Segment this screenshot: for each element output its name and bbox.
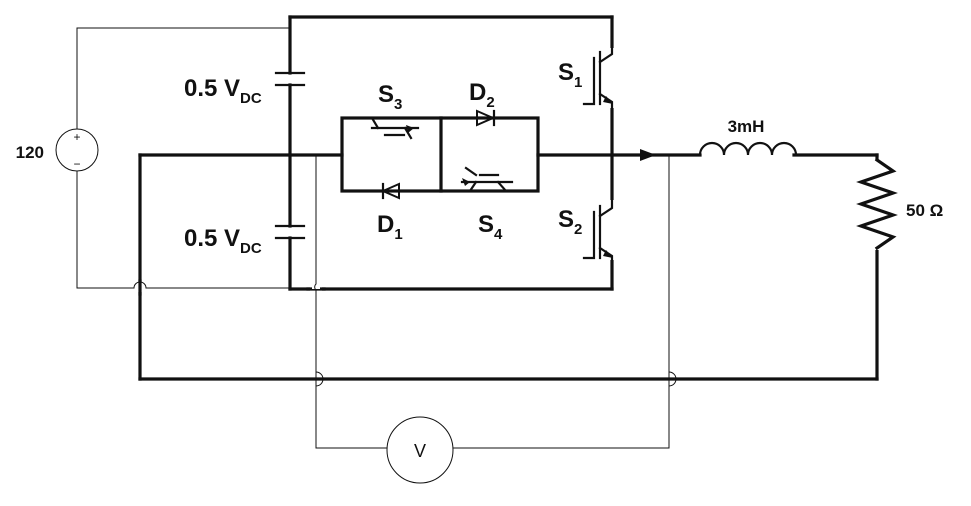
s1-label-sub: 1 — [574, 74, 582, 91]
dc-bus — [288, 15, 614, 291]
source-minus-sign: − — [73, 157, 80, 171]
d2-label-sub: 2 — [486, 94, 494, 111]
s4-lead-left — [468, 180, 478, 193]
voltmeter: V — [315, 154, 670, 484]
capacitor-bottom-label: 0.5 VDC — [184, 225, 262, 257]
source-top-wire — [76, 27, 291, 129]
switch-s3: S3 — [370, 81, 420, 140]
source-plus-sign: + — [73, 130, 80, 144]
capacitor-bottom-label-sub: DC — [240, 240, 262, 257]
switch-s2: S2 — [558, 190, 618, 274]
switch-s1: S1 — [558, 36, 618, 120]
inductor-coil — [698, 141, 798, 157]
s2-gap — [600, 200, 618, 260]
s2-gate — [582, 210, 596, 260]
switch-s3-label: S3 — [378, 81, 402, 113]
capacitor-top-label-main: 0.5 V — [184, 75, 240, 102]
diode-d1: D1 — [377, 182, 403, 243]
d1-triangle-icon — [380, 182, 400, 200]
source-symbol — [55, 128, 99, 172]
switch-s4-label: S4 — [478, 211, 503, 243]
capacitor-top: 0.5 VDC — [184, 71, 306, 107]
diode-d2: D2 — [469, 79, 496, 127]
hop-arc-2 — [314, 279, 317, 296]
capacitor-bottom-label-main: 0.5 V — [184, 225, 240, 252]
hop-arc-3 — [315, 371, 324, 387]
s1-label-main: S — [558, 59, 574, 86]
s2-collector — [598, 190, 614, 218]
s2-emitter — [598, 246, 614, 274]
s1-collector — [598, 36, 614, 64]
d1-label-sub: 1 — [394, 226, 402, 243]
diode-d2-label: D2 — [469, 79, 495, 111]
resistor-label: 50 Ω — [906, 201, 943, 220]
switch-s2-label: S2 — [558, 206, 582, 238]
s4-lead-right — [496, 180, 508, 193]
s4-label-sub: 4 — [494, 226, 503, 243]
s3-arrow-icon — [406, 125, 414, 133]
s1-gap — [600, 48, 618, 108]
hop-arc-4 — [668, 371, 677, 387]
diode-d1-label: D1 — [377, 211, 403, 243]
resistor-50ohm: 50 Ω — [856, 157, 943, 251]
s4-gate-lead — [464, 166, 478, 177]
source-bottom-wire — [76, 171, 291, 289]
s2-arrow-icon — [603, 250, 613, 258]
source-voltage-label: 120 — [16, 143, 44, 162]
s3-label-main: S — [378, 81, 394, 108]
s1-gate — [582, 56, 596, 106]
resistor-zigzag — [856, 157, 898, 251]
d2-triangle-icon — [476, 109, 496, 127]
s1-emitter — [598, 92, 614, 120]
s1-arrow-icon — [603, 96, 613, 104]
d1-label-main: D — [377, 211, 394, 238]
capacitor-top-label: 0.5 VDC — [184, 75, 262, 107]
s4-label-main: S — [478, 211, 494, 238]
capacitor-bottom: 0.5 VDC — [184, 224, 306, 257]
inductor-3mh: 3mH — [698, 117, 798, 157]
current-arrow-icon — [640, 149, 656, 161]
d2-label-main: D — [469, 79, 486, 106]
switch-s1-label: S1 — [558, 59, 582, 91]
wire-crossings — [133, 279, 677, 387]
hop-arc-1 — [133, 281, 147, 289]
s3-lead-left — [370, 116, 380, 130]
s3-label-sub: 3 — [394, 96, 402, 113]
hop-mask-2b — [312, 283, 320, 289]
switch-s4: S4 — [460, 166, 514, 243]
dc-source: + − 120 — [16, 27, 291, 289]
s2-label-main: S — [558, 206, 574, 233]
bidirectional-switch: S3 D1 D2 S4 — [340, 79, 540, 243]
inductor-label: 3mH — [728, 117, 765, 136]
main-wires — [138, 149, 879, 381]
s2-label-sub: 2 — [574, 221, 582, 238]
s4-arrow-icon — [462, 178, 470, 186]
voltmeter-label: V — [414, 441, 426, 461]
voltmeter-symbol — [386, 416, 454, 484]
capacitor-top-label-sub: DC — [240, 90, 262, 107]
